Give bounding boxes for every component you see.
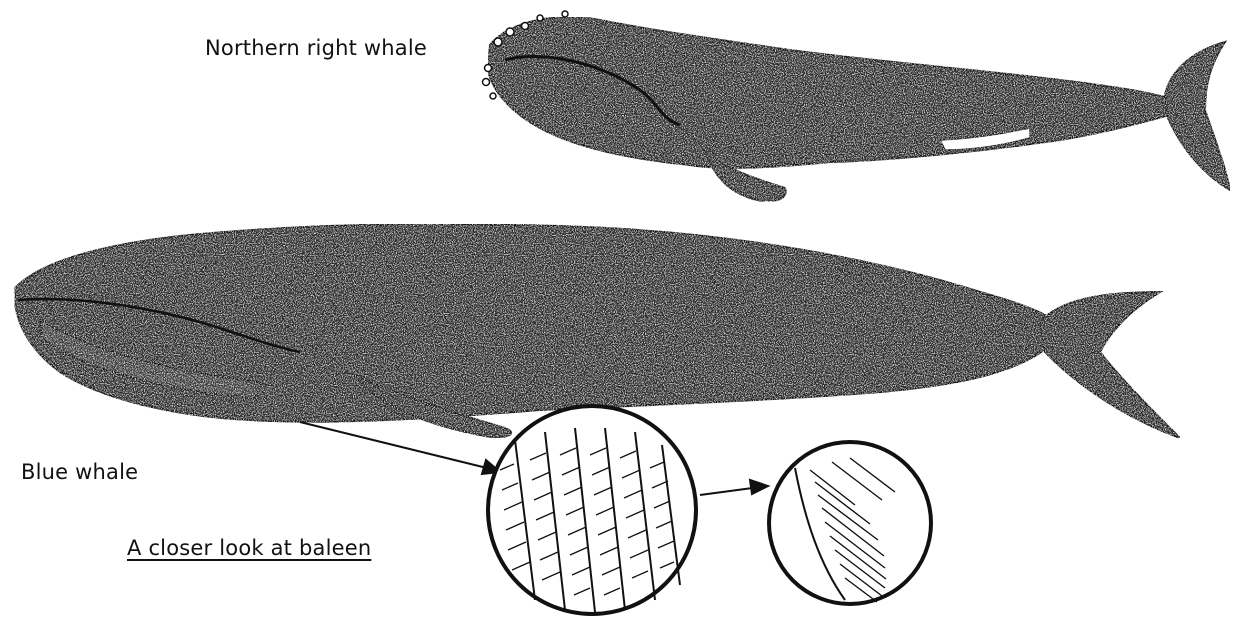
- baleen-closeup-circle: [488, 406, 696, 614]
- northern-right-whale-label: Northern right whale: [205, 36, 427, 60]
- magnify-arrow: [700, 480, 768, 495]
- blue-whale-label: Blue whale: [21, 460, 138, 484]
- baleen-detail-circle: [769, 442, 931, 604]
- northern-right-whale: [488, 17, 1230, 201]
- closer-look-caption: A closer look at baleen: [127, 536, 371, 560]
